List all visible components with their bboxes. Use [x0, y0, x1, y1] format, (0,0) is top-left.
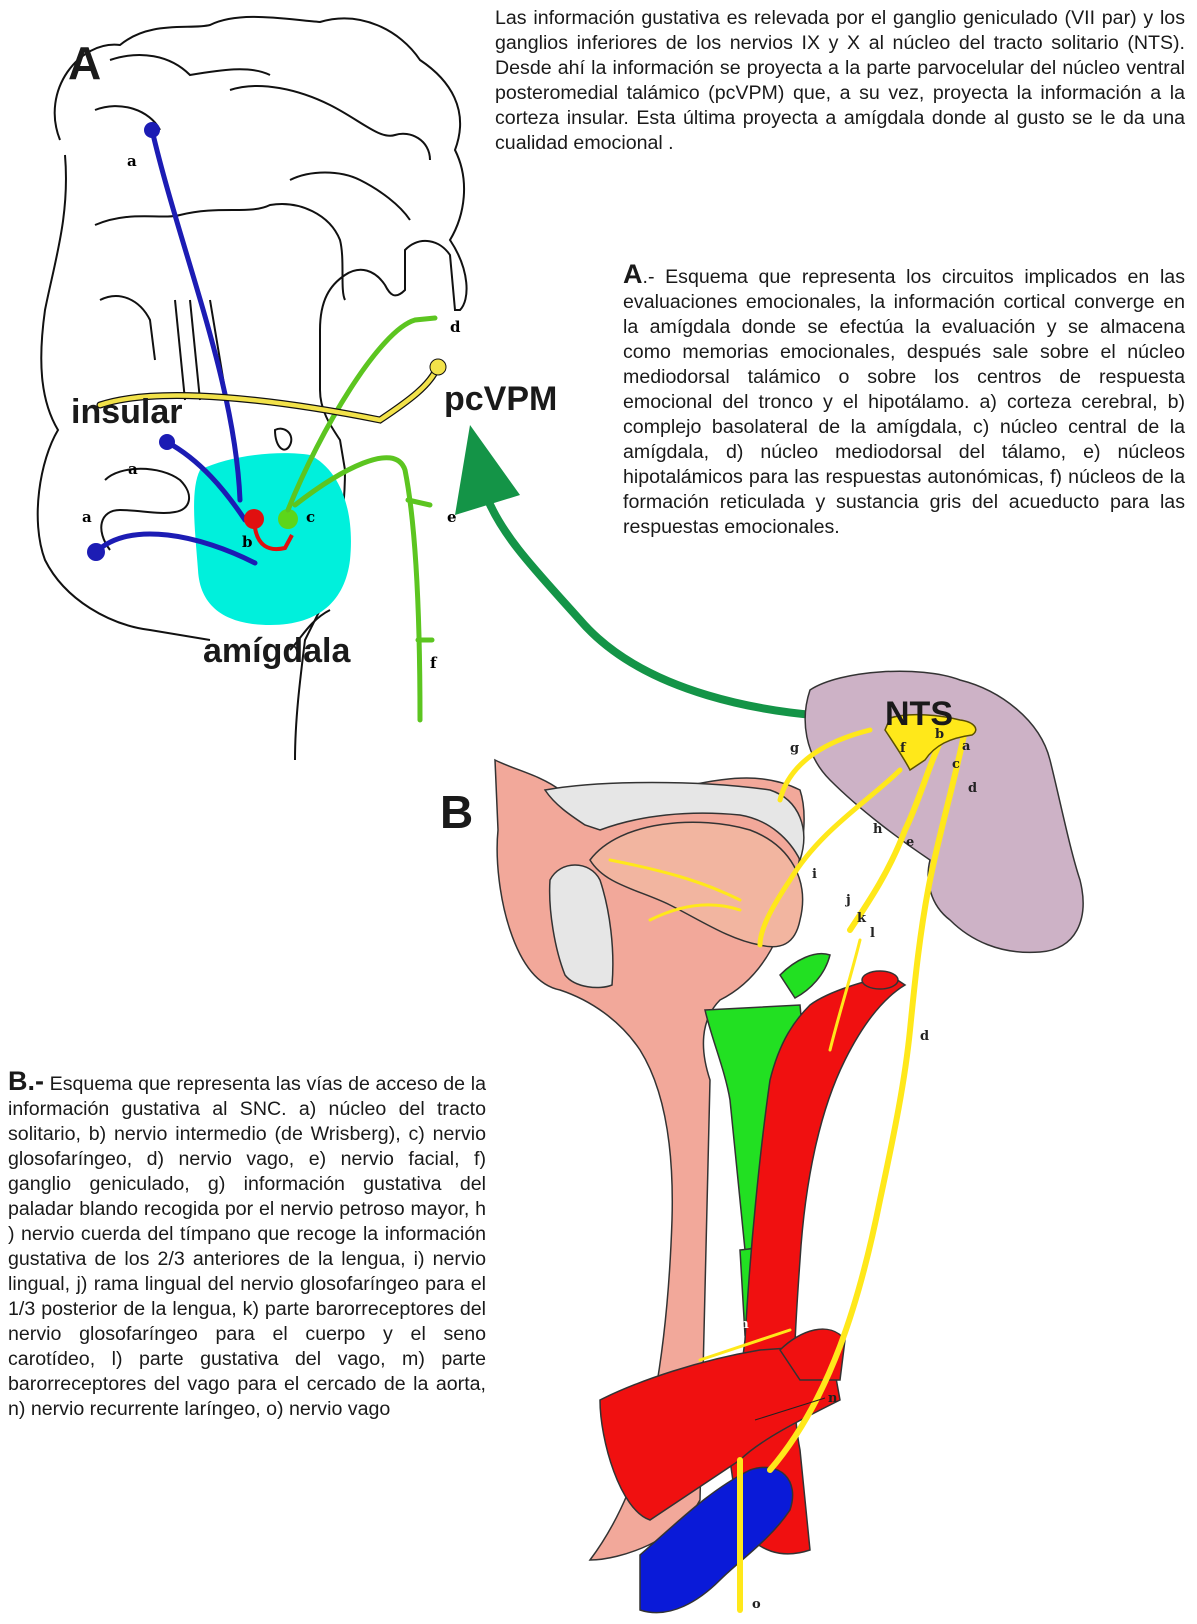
- caption-a-lead: A: [623, 259, 643, 289]
- caption-b: B.- Esquema que representa las vías de a…: [8, 1069, 486, 1422]
- label-amigdala: amígdala: [203, 632, 350, 671]
- basolateral-nucleus: [244, 509, 264, 529]
- label-d: d: [450, 318, 461, 336]
- label-j: j: [845, 893, 851, 908]
- label-pcvpm: pcVPM: [444, 380, 557, 419]
- artery-branch-top: [862, 971, 898, 989]
- panel-a-letter: A: [68, 36, 101, 90]
- label-b: b: [242, 533, 253, 551]
- label-c: c: [952, 757, 960, 772]
- sulcus-5: [290, 173, 410, 221]
- cortex-node-lower: [87, 543, 105, 561]
- sulcus-3: [95, 204, 345, 300]
- cortex-projections: [96, 130, 255, 563]
- sulcus-4: [230, 86, 430, 160]
- cortex-node-middle: [159, 434, 175, 450]
- cortex-node-upper: [144, 122, 160, 138]
- label-d-upper: d: [968, 781, 977, 796]
- label-i: i: [812, 867, 817, 882]
- label-a: a: [962, 739, 971, 754]
- caption-b-lead: B.-: [8, 1066, 44, 1096]
- pcvpm-node: [430, 359, 446, 375]
- sulcus-1: [110, 55, 270, 75]
- label-a-1: a: [127, 152, 137, 170]
- label-c: c: [306, 508, 315, 526]
- label-g: g: [790, 741, 799, 756]
- caption-a-text: .- Esquema que representa los circuitos …: [623, 266, 1185, 538]
- label-m: m: [735, 1317, 749, 1332]
- label-f: f: [430, 654, 438, 672]
- amygdala-region: [194, 453, 351, 625]
- intro-paragraph: Las información gustativa es relevada po…: [495, 6, 1185, 156]
- label-a-3: a: [82, 508, 92, 526]
- label-a-2: a: [128, 460, 138, 478]
- label-e: e: [447, 508, 457, 526]
- caption-b-text: Esquema que representa las vías de acces…: [8, 1073, 486, 1420]
- label-d-lower: d: [920, 1029, 929, 1044]
- label-n: n: [828, 1391, 838, 1406]
- caption-a: A.- Esquema que representa los circuitos…: [623, 262, 1185, 540]
- epiglottis: [780, 954, 830, 998]
- label-o: o: [752, 1597, 761, 1612]
- sulcus-6: [100, 296, 155, 360]
- label-insular: insular: [71, 393, 182, 432]
- sulcus-7: [175, 300, 200, 400]
- label-h: h: [873, 822, 883, 837]
- label-e: e: [906, 835, 914, 850]
- panel-b-letter: B: [440, 785, 473, 839]
- ventricle: [275, 429, 291, 450]
- arrow-head: [455, 425, 520, 515]
- label-k: k: [857, 911, 867, 926]
- head-neck-illustration: [495, 671, 1083, 1612]
- label-nts: NTS: [885, 695, 953, 734]
- label-l: l: [870, 926, 875, 941]
